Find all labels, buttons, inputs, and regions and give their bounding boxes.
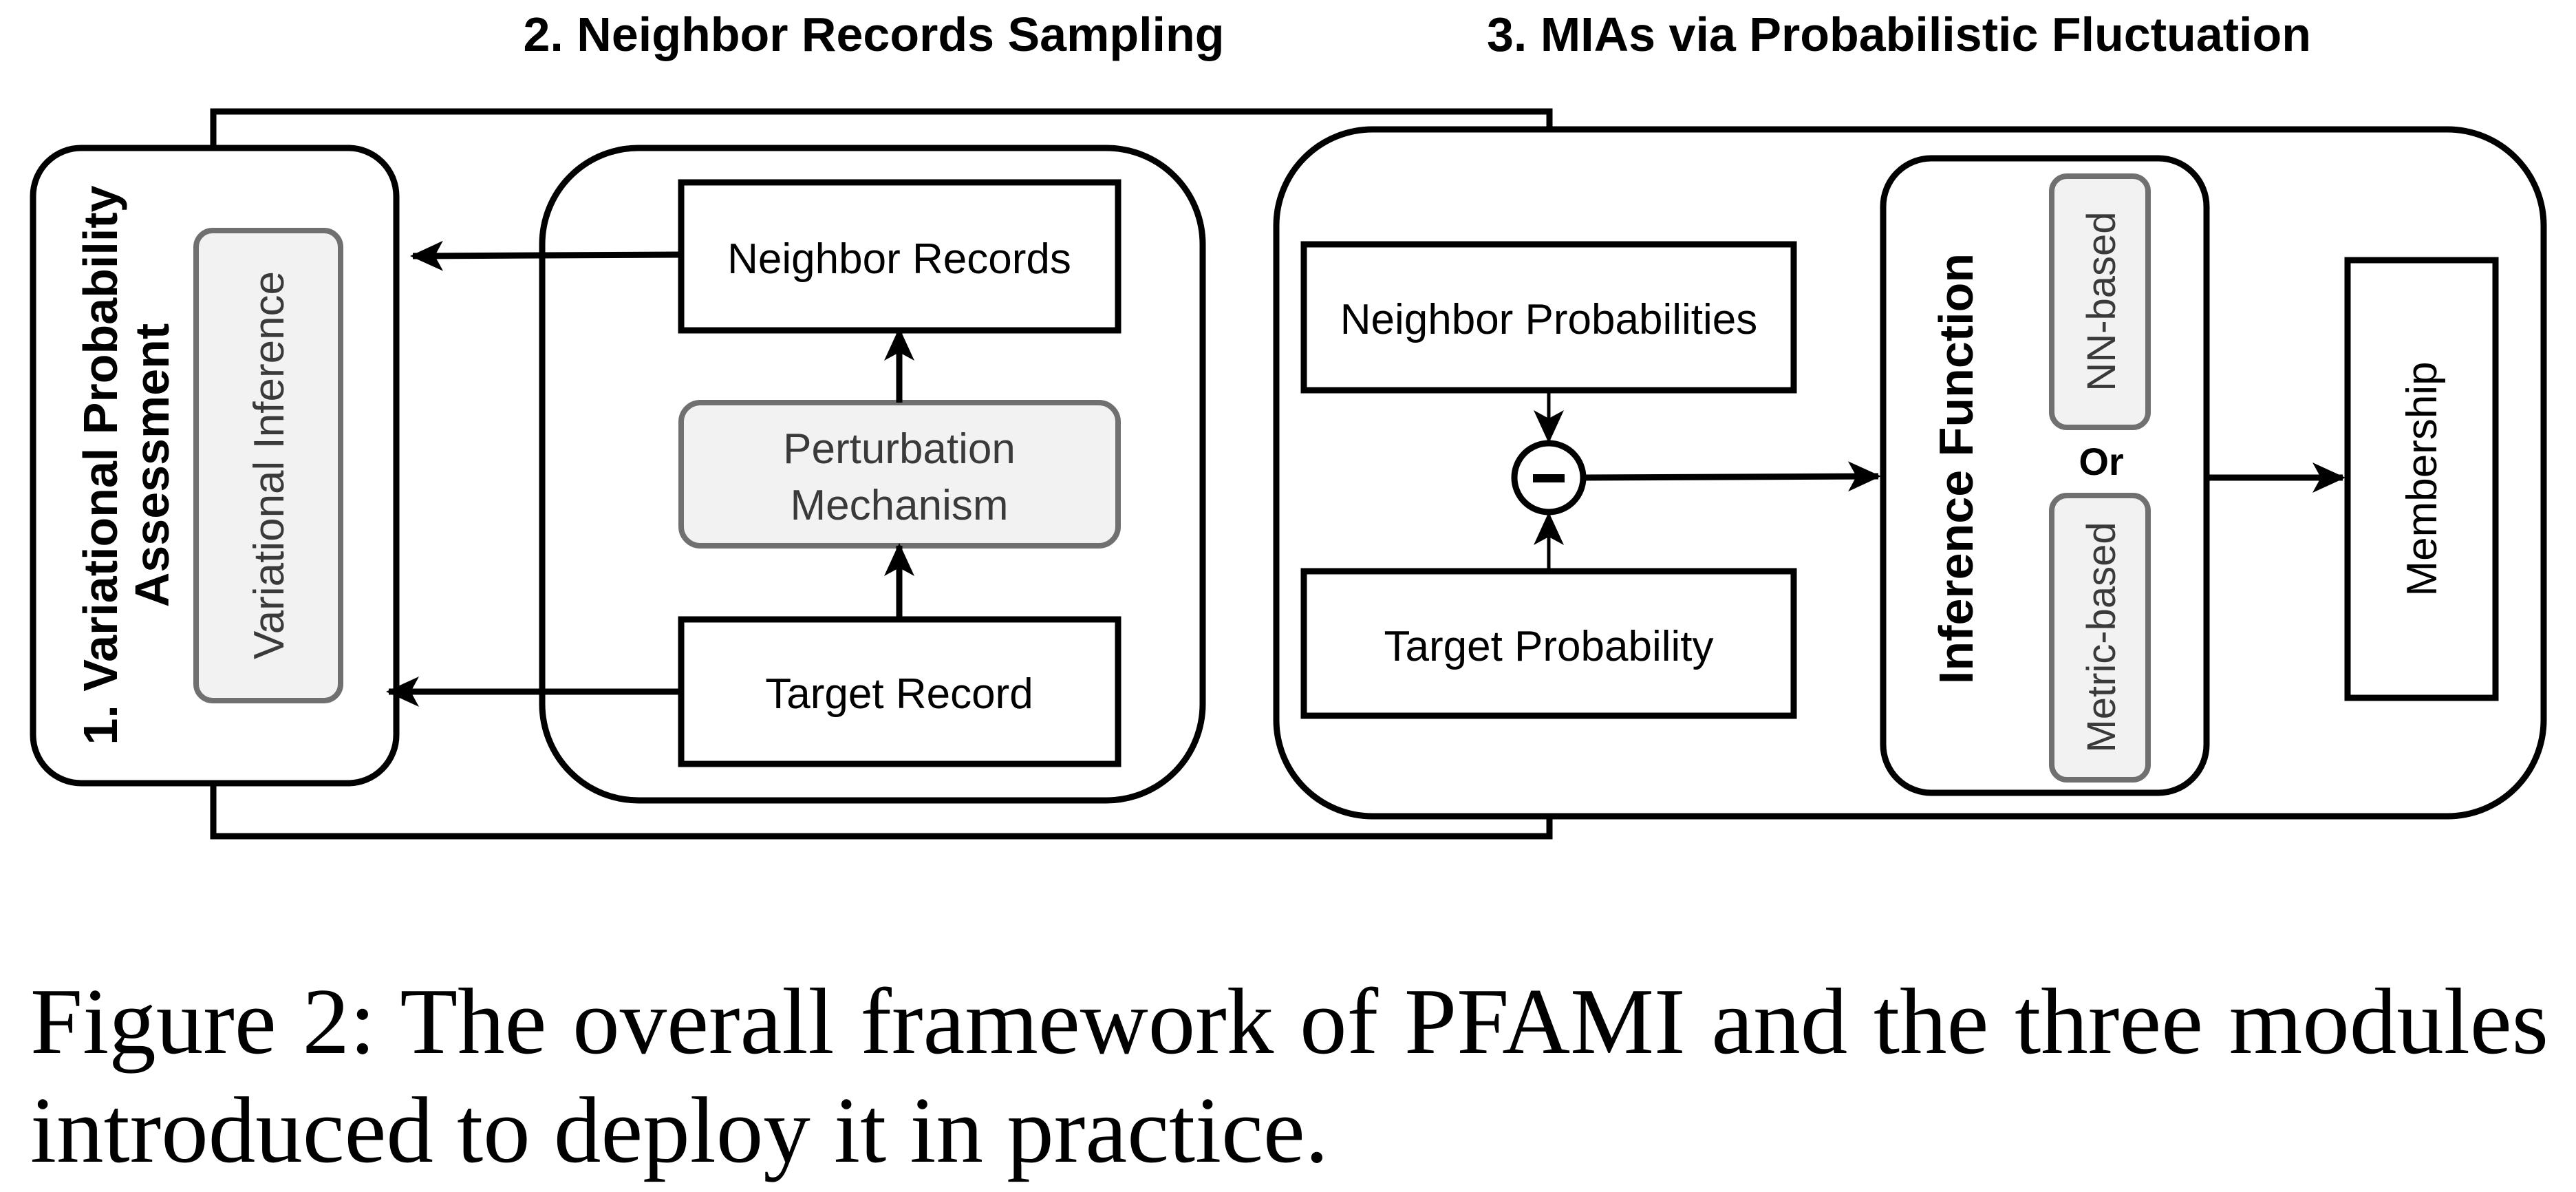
inference-function-label: Inference Function (1929, 253, 1983, 684)
membership-box (2344, 257, 2499, 701)
nn-based-box (2049, 173, 2151, 430)
arrow-minus-to-inference (1582, 461, 1881, 492)
neighbor-probabilities-label: Neighbor Probabilities (1340, 296, 1758, 343)
module2-title: 2. Neighbor Records Sampling (523, 8, 1224, 61)
nn-based-label: NN-based (2079, 211, 2124, 391)
module3-mias-probabilistic-fluctuation: Neighbor Probabilities Target Probabilit… (1273, 126, 2547, 820)
neighbor-records-label: Neighbor Records (727, 235, 1071, 283)
arrow-neighbor-records-to-module1 (410, 240, 682, 271)
module1-title-line1: 1. Variational Probability (74, 185, 127, 745)
metric-based-box (2049, 493, 2151, 783)
target-record-label: Target Record (765, 670, 1033, 718)
membership-label: Membership (2398, 361, 2446, 596)
target-probability-label: Target Probability (1384, 623, 1713, 670)
perturbation-label-line2: Mechanism (791, 482, 1009, 529)
target-probability-box (1300, 568, 1797, 719)
variational-inference-box (193, 228, 343, 703)
minus-icon (1533, 474, 1565, 482)
neighbor-probabilities-box (1300, 241, 1797, 394)
perturbation-label-line1: Perturbation (783, 425, 1016, 473)
metric-based-label: Metric-based (2079, 522, 2124, 752)
figure-caption: Figure 2: The overall framework of PFAMI… (30, 969, 2548, 1182)
variational-inference-label: Variational Inference (246, 271, 293, 659)
module1-title-line2: Assessment (125, 323, 179, 607)
target-record-box (678, 616, 1121, 767)
module1-variational-probability-assessment: 1. Variational Probability Assessment Va… (30, 145, 400, 787)
module2-neighbor-records-sampling: Neighbor Records Perturbation Mechanism … (539, 145, 1206, 804)
module3-title: 3. MIAs via Probabilistic Fluctuation (1487, 8, 2311, 61)
or-label: Or (2079, 440, 2123, 483)
